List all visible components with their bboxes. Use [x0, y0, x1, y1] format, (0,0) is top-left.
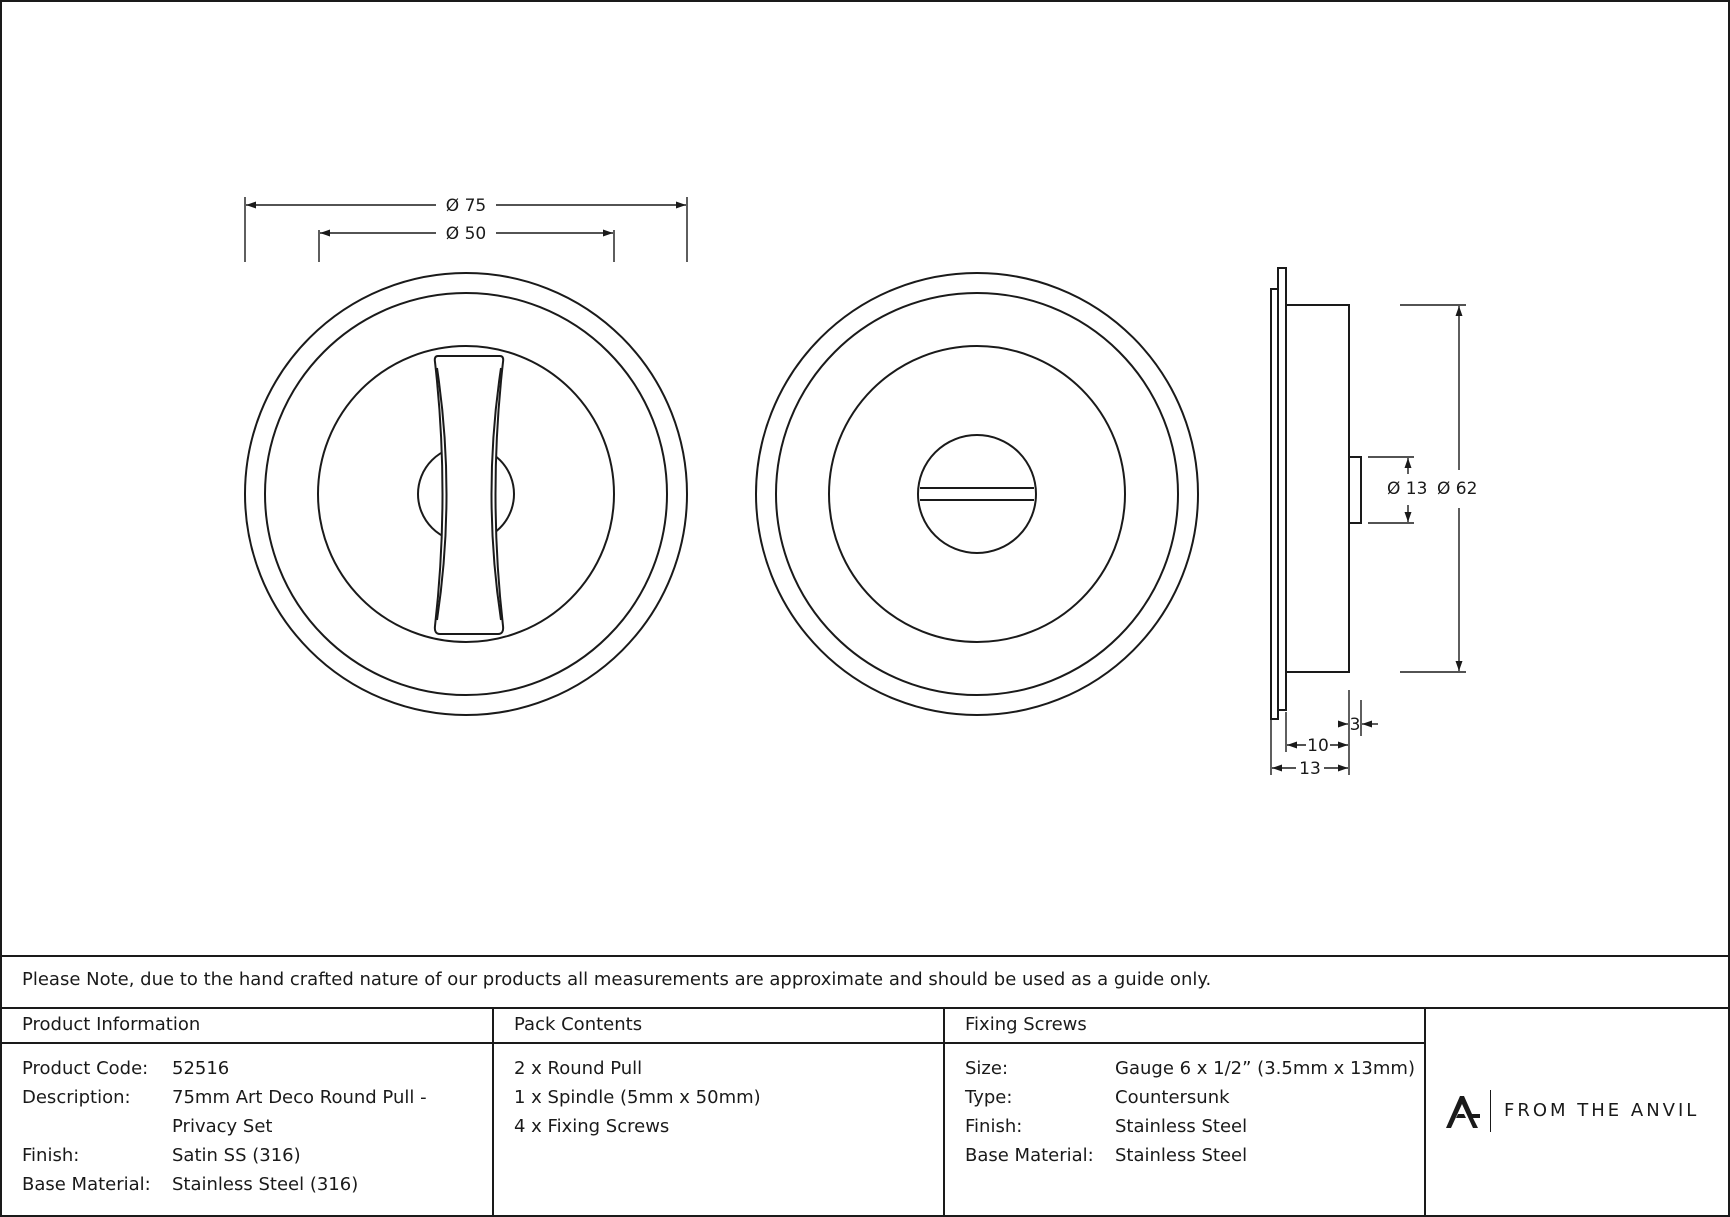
- screw-value: Countersunk: [1115, 1087, 1230, 1108]
- faceplate-rim: [1270, 288, 1279, 720]
- dim-label-body-diameter: Ø 62: [1437, 479, 1477, 499]
- info-value: 75mm Art Deco Round Pull - Privacy Set: [172, 1087, 427, 1137]
- recess-circle: [828, 345, 1126, 643]
- fixing-screws-header: Fixing Screws: [965, 1014, 1087, 1035]
- spindle-stub: [1348, 456, 1362, 524]
- info-value: Satin SS (316): [172, 1145, 301, 1166]
- pack-item: 1 x Spindle (5mm x 50mm): [514, 1087, 761, 1108]
- brand-logo: FROM THE ANVIL: [1440, 1090, 1710, 1134]
- info-row-description: Description: 75mm Art Deco Round Pull - …: [22, 1083, 482, 1141]
- info-value: Stainless Steel (316): [172, 1174, 359, 1195]
- info-row-product-code: Product Code: 52516: [22, 1054, 482, 1083]
- dim-label-inner-diameter: Ø 50: [446, 224, 486, 244]
- turn-handle-left-edge: [436, 367, 448, 621]
- screw-value: Gauge 6 x 1/2” (3.5mm x 13mm): [1115, 1058, 1415, 1079]
- side-view-dimensions: [1270, 304, 1466, 775]
- fixing-screws-table: Size: Gauge 6 x 1/2” (3.5mm x 13mm) Type…: [965, 1054, 1415, 1170]
- anvil-logo-icon: [1446, 1096, 1480, 1128]
- outer-rim-circle: [755, 272, 1199, 716]
- dim-label-spindle-diameter: Ø 13: [1387, 479, 1427, 499]
- screw-value: Stainless Steel: [1115, 1145, 1248, 1166]
- brand-name: FROM THE ANVIL: [1504, 1100, 1700, 1121]
- measurement-note: Please Note, due to the hand crafted nat…: [22, 969, 1212, 990]
- dim-label-protrusion: 3: [1350, 715, 1361, 735]
- screw-label: Finish:: [965, 1116, 1023, 1137]
- pack-contents-list: 2 x Round Pull 1 x Spindle (5mm x 50mm) …: [514, 1054, 924, 1141]
- info-row-finish: Finish: Satin SS (316): [22, 1141, 482, 1170]
- screw-row-base-material: Base Material: Stainless Steel: [965, 1141, 1415, 1170]
- logo-divider: [1490, 1090, 1491, 1132]
- dim-label-depth: 10: [1307, 736, 1329, 756]
- info-label: Base Material:: [22, 1174, 151, 1195]
- info-label: Product Code:: [22, 1058, 149, 1079]
- pack-contents-header: Pack Contents: [514, 1014, 643, 1035]
- pack-item: 4 x Fixing Screws: [514, 1116, 670, 1137]
- screw-row-size: Size: Gauge 6 x 1/2” (3.5mm x 13mm): [965, 1054, 1415, 1083]
- privacy-turn-circle: [917, 434, 1037, 554]
- side-view-profile: [1270, 267, 1362, 720]
- recess-circle: [317, 345, 615, 643]
- pull-body: [1285, 304, 1350, 673]
- info-label: Description:: [22, 1087, 131, 1108]
- info-row-base-material: Base Material: Stainless Steel (316): [22, 1170, 482, 1199]
- outer-rim-circle: [244, 272, 688, 716]
- pack-item: 2 x Round Pull: [514, 1058, 643, 1079]
- info-value: 52516: [172, 1058, 230, 1079]
- inner-rim-circle: [264, 292, 668, 696]
- inner-rim-circle: [775, 292, 1179, 696]
- faceplate: [1277, 267, 1287, 711]
- screw-value: Stainless Steel: [1115, 1116, 1248, 1137]
- dim-label-total: 13: [1299, 759, 1321, 779]
- screw-row-finish: Finish: Stainless Steel: [965, 1112, 1415, 1141]
- rear-view-privacy: [755, 272, 1199, 716]
- product-information-table: Product Code: 52516 Description: 75mm Ar…: [22, 1054, 482, 1199]
- front-view-pull: [244, 272, 688, 716]
- front-view-dimensions: [244, 197, 688, 262]
- product-information-header: Product Information: [22, 1014, 201, 1035]
- info-label: Finish:: [22, 1145, 80, 1166]
- dim-label-outer-diameter: Ø 75: [446, 196, 486, 216]
- screw-row-type: Type: Countersunk: [965, 1083, 1415, 1112]
- title-block-grid: [1, 955, 1729, 1216]
- screw-label: Type:: [965, 1087, 1013, 1108]
- turn-handle-right-edge: [490, 367, 502, 621]
- turn-handle: [433, 355, 505, 635]
- screw-label: Base Material:: [965, 1145, 1094, 1166]
- screw-label: Size:: [965, 1058, 1009, 1079]
